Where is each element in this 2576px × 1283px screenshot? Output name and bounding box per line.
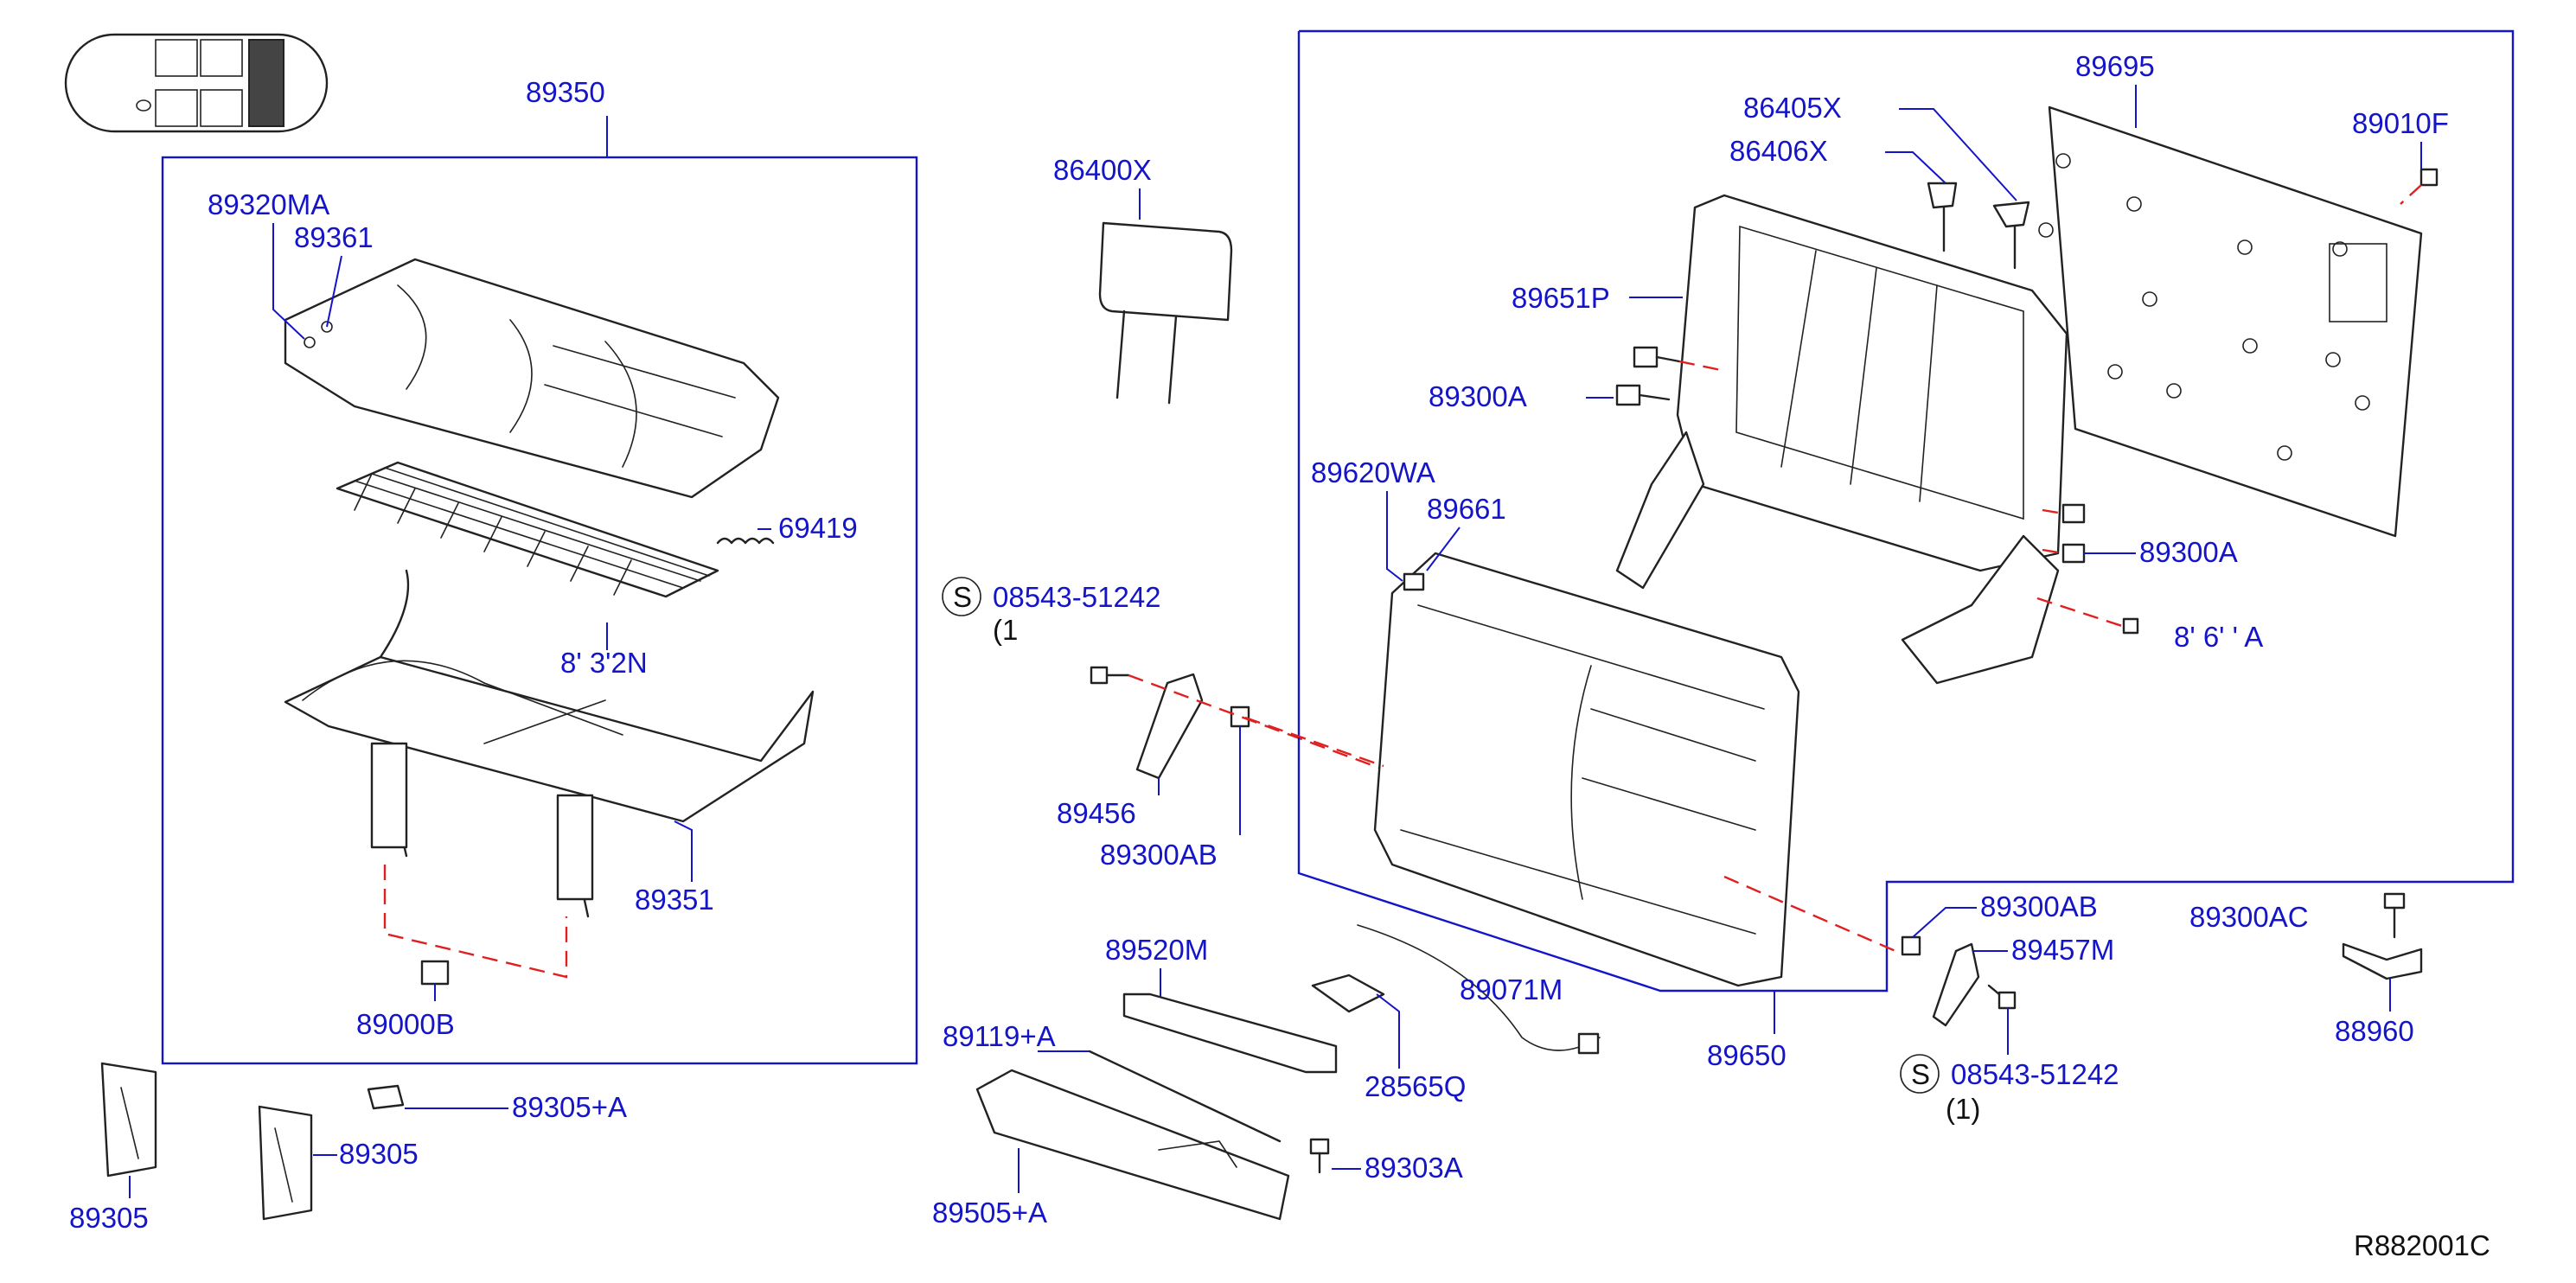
sensor-28565Q: 28565Q — [1311, 973, 1466, 1102]
bolt-89010F: 89010F — [2352, 107, 2449, 205]
label-89010F[interactable]: 89010F — [2352, 107, 2449, 139]
label-86405X[interactable]: 86405X — [1743, 92, 1842, 124]
label-89651P[interactable]: 89651P — [1512, 282, 1610, 314]
label-08543-51242-right[interactable]: 08543-51242 — [1951, 1058, 2119, 1090]
label-28565Q[interactable]: 28565Q — [1365, 1070, 1466, 1102]
label-86406X[interactable]: 86406X — [1729, 135, 1828, 167]
label-88960[interactable]: 88960 — [2335, 1015, 2414, 1047]
label-89300A-right[interactable]: 89300A — [2139, 536, 2238, 568]
label-89351[interactable]: 89351 — [635, 884, 714, 916]
label-group-89351: 89351 — [635, 820, 714, 916]
label-89305-left[interactable]: 89305 — [69, 1202, 149, 1234]
label-89350[interactable]: 89350 — [526, 76, 605, 108]
bracket-89456: 89456 — [1057, 673, 1204, 829]
bolts-89300A-left: 89300A — [1429, 346, 1722, 412]
label-89457M[interactable]: 89457M — [2011, 934, 2114, 966]
label-89300AB-left[interactable]: 89300AB — [1100, 839, 1218, 871]
screw-spec-right: S 08543-51242 (1) — [1900, 1054, 2119, 1125]
diagram-code: R882001C — [2354, 1229, 2490, 1261]
seatback-assembly-box: 89650 — [1297, 29, 2515, 1071]
cover-89305-right: 89305 — [258, 1105, 419, 1221]
harness-89071M: 89071M — [1357, 924, 1601, 1055]
label-89300AC[interactable]: 89300AC — [2189, 901, 2309, 933]
s-symbol-left: S — [953, 581, 972, 613]
vehicle-seat-layout-icon — [64, 33, 329, 133]
partial-label-lower-right: 8' 6' ' A — [2036, 597, 2263, 653]
guide-86406X: 86406X — [1729, 135, 1958, 252]
label-89322N[interactable]: 8' 3'2N — [560, 647, 648, 679]
label-08543-51242-left[interactable]: 08543-51242 — [993, 581, 1161, 613]
label-89320MA[interactable]: 89320MA — [208, 188, 329, 220]
seatback-frame-89651P: 89651P — [1512, 194, 2068, 685]
label-89300AB-right[interactable]: 89300AB — [1980, 890, 2098, 922]
seat-cushion-mat — [336, 461, 719, 598]
label-qty-right: (1) — [1946, 1093, 1980, 1125]
screw-spec-left: S 08543-51242 (1 — [942, 577, 1161, 646]
label-group-89322N: 8' 3'2N — [560, 622, 648, 679]
cushion-assembly-box: 89350 — [161, 76, 918, 1065]
label-group-89320MA: 89320MA 89361 — [208, 188, 374, 340]
bolt-89300AC: 89300AC — [2189, 892, 2406, 939]
bolt-89300AB-left: 89300AB — [1100, 705, 1250, 871]
label-89071M[interactable]: 89071M — [1460, 973, 1563, 1005]
spring-69419: 69419 — [716, 512, 858, 545]
cover-89305-left: 89305 — [69, 1062, 157, 1234]
back-panel-89695: 89695 — [2038, 50, 2423, 538]
label-89456[interactable]: 89456 — [1057, 797, 1136, 829]
guide-86405X: 86405X — [1743, 92, 2030, 270]
label-89300A-left[interactable]: 89300A — [1429, 380, 1527, 412]
label-89361[interactable]: 89361 — [294, 221, 374, 253]
label-qty-left: (1 — [993, 614, 1018, 646]
dash-left-seatback — [1244, 716, 1384, 768]
bolts-89300A-right: 89300A — [2042, 503, 2238, 568]
label-89650[interactable]: 89650 — [1707, 1039, 1787, 1071]
label-89000B[interactable]: 89000B — [356, 1008, 455, 1040]
bracket-88960: 88960 — [2335, 942, 2423, 1047]
s-symbol-right: S — [1911, 1058, 1930, 1090]
dash-right-seatback — [1723, 875, 1896, 953]
label-89303A[interactable]: 89303A — [1365, 1152, 1463, 1184]
rod-89520M: 89520M — [1105, 934, 1338, 1074]
wire-89119A: 89119+A — [943, 1020, 1282, 1143]
label-86400X[interactable]: 86400X — [1053, 154, 1152, 186]
label-89505A[interactable]: 89505+A — [932, 1197, 1047, 1229]
seat-cushion-frame — [284, 569, 815, 918]
headrest-86400X: 86400X — [1053, 154, 1233, 405]
bolt-89303A: 89303A — [1309, 1138, 1463, 1184]
bracket-89457M: 89457M — [1932, 934, 2114, 1055]
label-89520M[interactable]: 89520M — [1105, 934, 1208, 966]
label-partial-89600A[interactable]: 8' 6' ' A — [2174, 621, 2263, 653]
clip-89620WA: 89620WA 89661 — [1311, 456, 1506, 591]
label-69419[interactable]: 69419 — [778, 512, 858, 544]
nut-89000B: 89000B — [356, 865, 568, 1040]
seatback-89650 — [1373, 552, 1800, 987]
label-89695[interactable]: 89695 — [2075, 50, 2155, 82]
bolt-08543-51242-left — [1090, 666, 1130, 685]
label-89620WA[interactable]: 89620WA — [1311, 456, 1435, 488]
seat-cushion-pad — [284, 258, 780, 499]
label-89661[interactable]: 89661 — [1427, 493, 1506, 525]
bolt-89300AB-right: 89300AB — [1901, 890, 2098, 956]
base-89505A: 89505+A — [932, 1069, 1290, 1229]
clip-89305A: 89305+A — [367, 1084, 627, 1123]
label-89305A[interactable]: 89305+A — [512, 1091, 627, 1123]
label-89305-right[interactable]: 89305 — [339, 1138, 419, 1170]
label-89119A[interactable]: 89119+A — [943, 1020, 1056, 1052]
